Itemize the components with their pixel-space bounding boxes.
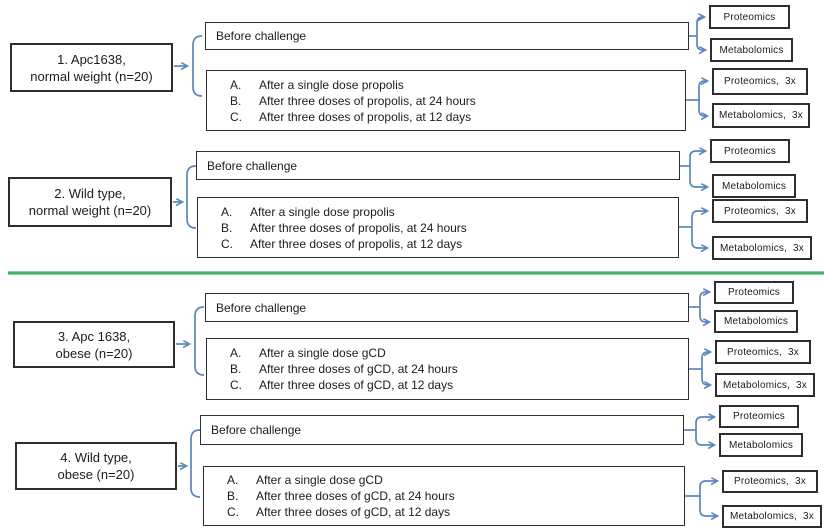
group-1-bracket — [192, 35, 203, 97]
group-3-after-fork-up — [701, 352, 710, 369]
group-1-after-proteomics-box: Proteomics, 3x — [712, 68, 808, 95]
group-1-after-metabolomics-box: Metabolomics, 3x — [712, 103, 810, 128]
item-letter: B. — [221, 220, 233, 235]
group-1-before-label: Before challenge — [216, 29, 307, 43]
group-3-before-proteomics-box: Proteomics — [714, 281, 794, 304]
group-1-after-fork-down — [698, 100, 707, 116]
item-text: After three doses of gCD, at 24 hours — [259, 362, 458, 376]
item-letter: B. — [227, 489, 239, 503]
group-2-before-fork-up — [689, 151, 705, 166]
item-letter: B. — [230, 93, 242, 108]
group-2-before-box: Before challenge — [196, 151, 680, 180]
group-3-before-label: Before challenge — [216, 300, 307, 315]
group-2-after-box: A. After a single dose propolis B. After… — [197, 197, 679, 258]
group-2-after-metabolomics-box: Metabolomics, 3x — [712, 236, 812, 260]
group-4-after-item-b: B. After three doses of gCD, at 24 hours — [227, 488, 680, 504]
item-letter: C. — [221, 236, 233, 251]
group-4-box: 4. Wild type, obese (n=20) — [15, 442, 177, 490]
group-1-label-line1: 1. Apc1638, — [57, 51, 126, 67]
group-4-after-item-a: A. After a single dose gCD — [227, 472, 680, 488]
group-1-after-box: A. After a single dose propolis B. After… — [206, 70, 686, 131]
item-text: After a single dose gCD — [259, 346, 386, 360]
group-1-before-box: Before challenge — [205, 22, 689, 50]
group-2-label-line2: normal weight (n=20) — [28, 203, 152, 218]
group-2-after-item-b: B. After three doses of propolis, at 24 … — [221, 220, 674, 236]
group-3-box: 3. Apc 1638, obese (n=20) — [13, 321, 175, 368]
item-text: After a single dose propolis — [259, 77, 404, 92]
connectors-group-4 — [178, 417, 717, 516]
group-4-before-proteomics-box: Proteomics — [719, 405, 799, 428]
group-4-before-box: Before challenge — [200, 415, 684, 445]
item-letter: A. — [230, 77, 242, 92]
group-3-label-line1: 3. Apc 1638, — [57, 328, 131, 344]
group-3-label-line2: obese (n=20) — [55, 345, 133, 361]
connectors-group-3 — [176, 292, 710, 385]
item-text: After three doses of gCD, at 12 days — [256, 505, 451, 519]
group-2-after-fork-up — [691, 211, 707, 227]
item-letter: C. — [230, 109, 242, 124]
group-1-after-fork-up — [698, 81, 707, 100]
group-3-after-item-b: B. After three doses of gCD, at 24 hours — [230, 361, 684, 377]
group-1-before-proteomics-box: Proteomics — [709, 5, 790, 29]
item-letter: B. — [230, 362, 242, 376]
group-1-box: 1. Apc1638, normal weight (n=20) — [10, 43, 173, 92]
group-4-before-fork-down — [695, 430, 714, 445]
group-1-label-line2: normal weight (n=20) — [30, 68, 153, 84]
item-text: After three doses of gCD, at 12 days — [259, 378, 454, 392]
group-4-after-fork-down — [699, 496, 717, 516]
group-4-after-box: A. After a single dose gCD B. After thre… — [203, 466, 685, 526]
group-4-after-proteomics-box: Proteomics, 3x — [722, 470, 818, 493]
group-4-label-line2: obese (n=20) — [57, 467, 135, 482]
group-2-label-line1: 2. Wild type, — [54, 186, 126, 201]
group-2-after-item-a: A. After a single dose propolis — [221, 204, 674, 220]
item-text: After three doses of propolis, at 24 hou… — [259, 93, 476, 108]
group-4-after-item-c: C. After three doses of gCD, at 12 days — [227, 504, 680, 520]
group-3-after-item-a: A. After a single dose gCD — [230, 345, 684, 361]
group-2-after-item-c: C. After three doses of propolis, at 12 … — [221, 236, 674, 252]
group-3-before-box: Before challenge — [205, 293, 689, 322]
group-4-label-line1: 4. Wild type, — [60, 450, 132, 465]
item-text: After three doses of propolis, at 12 day… — [250, 236, 463, 251]
group-1-before-fork-down — [696, 36, 705, 50]
group-2-before-metabolomics-box: Metabolomics — [712, 174, 796, 198]
group-1-before-fork-up — [696, 17, 704, 36]
group-2-before-fork-down — [689, 166, 707, 187]
group-3-after-fork-down — [701, 369, 710, 385]
item-text: After a single dose propolis — [250, 204, 395, 219]
group-3-before-fork-up — [699, 292, 709, 307]
item-letter: C. — [227, 505, 239, 519]
group-4-before-label: Before challenge — [211, 423, 302, 437]
item-text: After three doses of propolis, at 24 hou… — [250, 220, 467, 235]
group-2-before-proteomics-box: Proteomics — [710, 139, 790, 163]
group-4-before-fork-up — [695, 417, 714, 430]
item-text: After three doses of propolis, at 12 day… — [259, 109, 472, 124]
group-3-after-metabolomics-box: Metabolomics, 3x — [715, 373, 815, 397]
group-3-after-proteomics-box: Proteomics, 3x — [715, 340, 811, 364]
group-2-after-proteomics-box: Proteomics, 3x — [712, 199, 808, 223]
item-letter: A. — [227, 473, 239, 487]
group-2-after-fork-down — [691, 227, 707, 248]
group-2-box: 2. Wild type, normal weight (n=20) — [8, 177, 172, 227]
group-3-before-metabolomics-box: Metabolomics — [714, 310, 798, 333]
item-letter: A. — [230, 346, 242, 360]
group-3-before-fork-down — [699, 307, 709, 322]
group-2-bracket — [186, 165, 197, 229]
group-4-before-metabolomics-box: Metabolomics — [719, 433, 803, 457]
group-3-after-box: A. After a single dose gCD B. After thre… — [206, 338, 689, 400]
group-1-after-item-b: B. After three doses of propolis, at 24 … — [230, 93, 681, 109]
group-1-after-item-c: C. After three doses of propolis, at 12 … — [230, 109, 681, 125]
item-letter: A. — [221, 204, 233, 219]
group-4-after-fork-up — [699, 481, 717, 496]
group-4-after-metabolomics-box: Metabolomics, 3x — [722, 505, 822, 528]
group-3-bracket — [194, 306, 205, 376]
group-4-bracket — [190, 429, 201, 498]
group-2-before-label: Before challenge — [207, 158, 298, 173]
item-text: After three doses of gCD, at 24 hours — [256, 489, 455, 503]
group-1-after-item-a: A. After a single dose propolis — [230, 77, 681, 93]
group-3-after-item-c: C. After three doses of gCD, at 12 days — [230, 377, 684, 393]
group-1-before-metabolomics-box: Metabolomics — [710, 38, 793, 62]
item-text: After a single dose gCD — [256, 473, 383, 487]
item-letter: C. — [230, 378, 242, 392]
